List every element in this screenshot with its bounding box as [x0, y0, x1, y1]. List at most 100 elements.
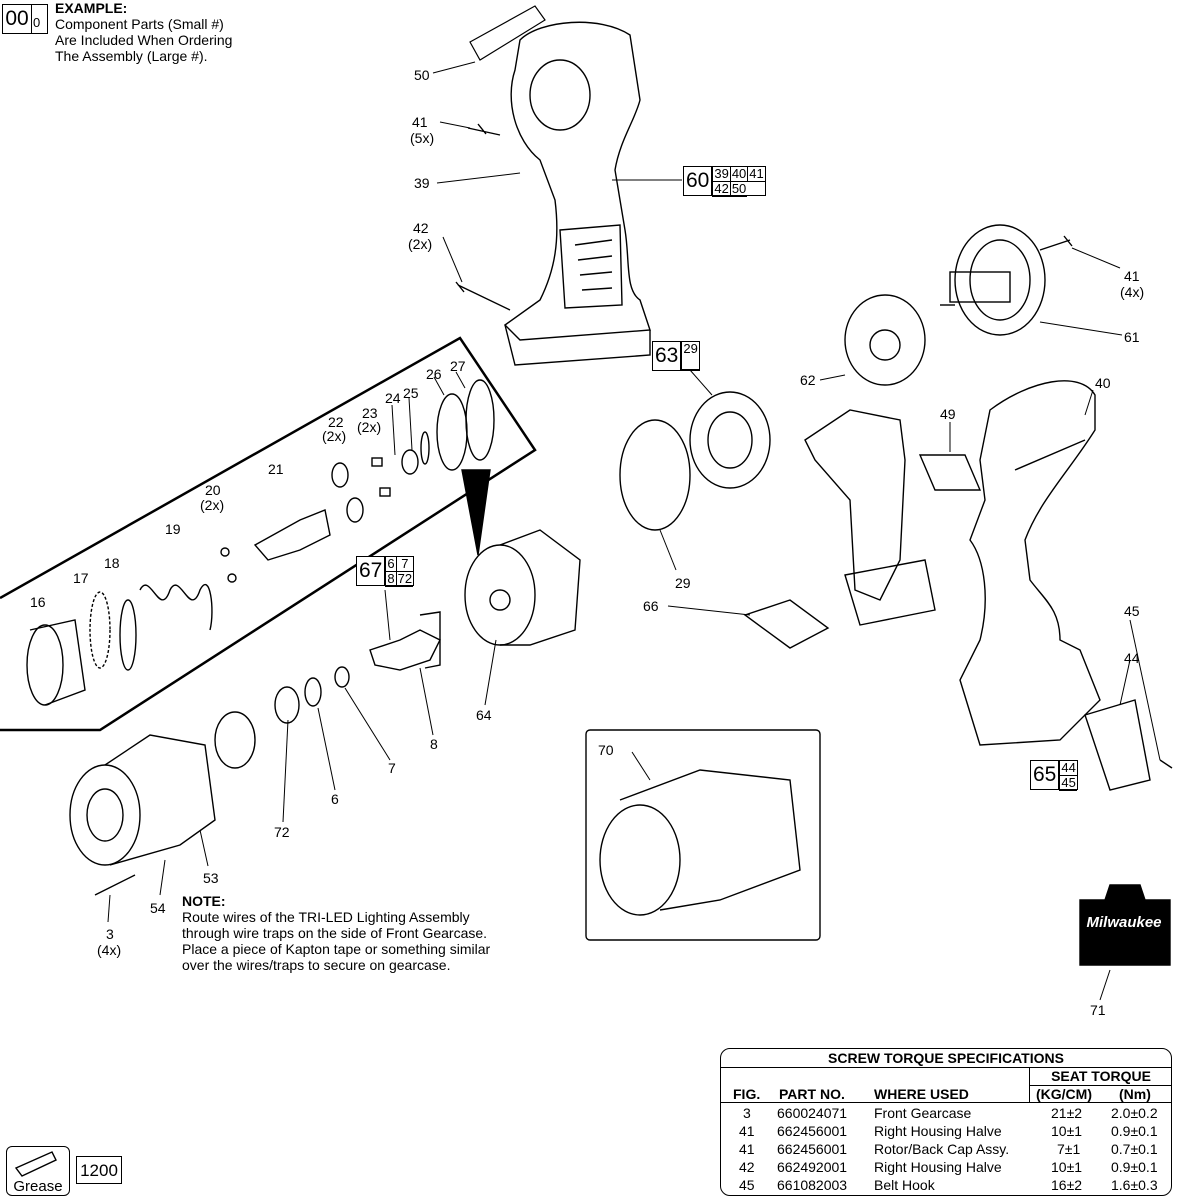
torque-kgcm: 10±1	[1051, 1123, 1083, 1139]
torque-fig: 3	[743, 1105, 751, 1121]
callout-6: 6	[331, 791, 339, 807]
callout-20: 20	[205, 482, 221, 498]
example-line3: The Assembly (Large #).	[55, 48, 208, 64]
torque-where-used: Rotor/Back Cap Assy.	[874, 1141, 1010, 1157]
callout-50: 50	[414, 67, 430, 83]
part-45-screw	[1159, 759, 1173, 769]
callout-40: 40	[1095, 375, 1111, 391]
callout-3: 3	[106, 926, 114, 942]
torque-nm: 2.0±0.2	[1111, 1105, 1158, 1121]
callout-22: 22	[328, 414, 344, 430]
assembly-63-part: 29	[681, 342, 699, 370]
torque-fig: 42	[739, 1159, 755, 1175]
assembly-60-number: 60	[684, 167, 713, 195]
part-64-anvil-housing	[464, 529, 581, 646]
callout-16: 16	[30, 594, 46, 610]
note-line3: Place a piece of Kapton tape or somethin…	[182, 941, 491, 957]
torque-nm: 1.6±0.3	[1111, 1177, 1158, 1193]
callout-39: 39	[414, 175, 430, 191]
header-part-no: PART NO.	[779, 1086, 845, 1102]
callout-62: 62	[800, 372, 816, 388]
assembly-60-part: 50	[729, 181, 748, 197]
torque-kgcm: 7±1	[1057, 1141, 1081, 1157]
assembly-60-box: 60 39 40 41 42 50	[683, 166, 766, 197]
case-logo: Milwaukee	[1086, 914, 1162, 931]
torque-where-used: Front Gearcase	[874, 1105, 972, 1121]
carrying-case: Milwaukee	[1076, 884, 1172, 968]
callout-29: 29	[675, 575, 691, 591]
header-fig: FIG.	[733, 1086, 761, 1102]
pointer-arrow	[461, 469, 491, 556]
part-63-cap	[689, 391, 771, 489]
torque-fig: 41	[739, 1123, 755, 1139]
grease-label: Grease	[13, 1178, 63, 1195]
torque-kgcm: 21±2	[1051, 1105, 1083, 1121]
part-42-screw	[455, 281, 511, 311]
seat-torque-header: SEAT TORQUE	[1029, 1068, 1172, 1086]
torque-fig: 45	[739, 1177, 755, 1193]
assembly-65-number: 65	[1031, 761, 1060, 789]
header-where-used: WHERE USED	[874, 1086, 969, 1102]
torque-part-no: 662456001	[777, 1141, 848, 1157]
part-72-washer	[274, 686, 300, 724]
callout-24: 24	[385, 390, 401, 406]
assembly-60-part: 40	[729, 166, 748, 182]
torque-table-title: SCREW TORQUE SPECIFICATIONS	[721, 1049, 1171, 1068]
callout-66: 66	[643, 598, 659, 614]
example-legend: EXAMPLE: Component Parts (Small #) Are I…	[55, 0, 232, 64]
part-50-label	[469, 5, 546, 61]
callout-42: 42	[413, 220, 429, 236]
assembly-67-part: 72	[395, 571, 414, 587]
part-29-oring	[619, 419, 691, 531]
torque-kgcm: 10±1	[1051, 1159, 1083, 1175]
internal-parts	[26, 379, 495, 706]
part-61-motor	[940, 224, 1046, 336]
callout-7: 7	[388, 760, 396, 776]
part-3-screw	[94, 874, 136, 896]
assembly-65-box: 65 44 45	[1030, 760, 1078, 791]
part-44-belt-hook	[1084, 699, 1151, 791]
assembly-63-number: 63	[653, 342, 682, 370]
part-66	[743, 599, 830, 649]
torque-part-no: 660024071	[777, 1105, 848, 1121]
assembly-67-part: 6	[385, 556, 396, 572]
callout-3-qty: (4x)	[97, 942, 122, 958]
part-7-washer	[334, 666, 350, 688]
assembly-67-box: 67 6 7 8 72	[356, 556, 415, 587]
callout-23: 23	[362, 405, 378, 421]
assembly-67-number: 67	[357, 557, 386, 585]
example-title: EXAMPLE:	[55, 0, 128, 16]
assembly-67-part: 7	[395, 557, 414, 572]
assembly-note: NOTE: Route wires of the TRI-LED Lightin…	[182, 893, 490, 973]
callout-23-qty: (2x)	[357, 419, 382, 435]
callout-49: 49	[940, 406, 956, 422]
callout-27: 27	[450, 358, 466, 374]
part-41-screw	[467, 123, 501, 136]
part-41-screw-right	[1039, 235, 1073, 251]
part-62-board	[804, 294, 936, 626]
example-small-number: 0	[33, 15, 41, 30]
torque-part-no: 661082003	[777, 1177, 848, 1193]
callout-53: 53	[203, 870, 219, 886]
grease-symbol: Grease	[6, 1146, 70, 1196]
assembly-63-box: 63 29	[652, 341, 700, 371]
leader-lines	[107, 61, 1161, 1001]
callout-41-right-qty: (4x)	[1120, 284, 1145, 300]
example-line2: Are Included When Ordering	[55, 32, 233, 48]
example-big-number: 00	[3, 5, 32, 33]
example-assembly-box: 00 0	[2, 4, 48, 34]
torque-where-used: Right Housing Halve	[874, 1123, 1002, 1139]
note-title: NOTE:	[182, 893, 226, 909]
callout-41-top-qty: (5x)	[410, 130, 435, 146]
note-line4: over the wires/traps to secure on gearca…	[182, 957, 451, 973]
torque-nm: 0.9±0.1	[1111, 1123, 1158, 1139]
note-line1: Route wires of the TRI-LED Lighting Asse…	[182, 909, 470, 925]
callout-25: 25	[403, 385, 419, 401]
callout-20-qty: (2x)	[200, 497, 225, 513]
callout-64: 64	[476, 707, 492, 723]
assembly-60-part: 41	[747, 166, 765, 182]
callout-19: 19	[165, 521, 181, 537]
assembly-60-part: 39	[712, 166, 730, 182]
callout-71: 71	[1090, 1002, 1106, 1018]
